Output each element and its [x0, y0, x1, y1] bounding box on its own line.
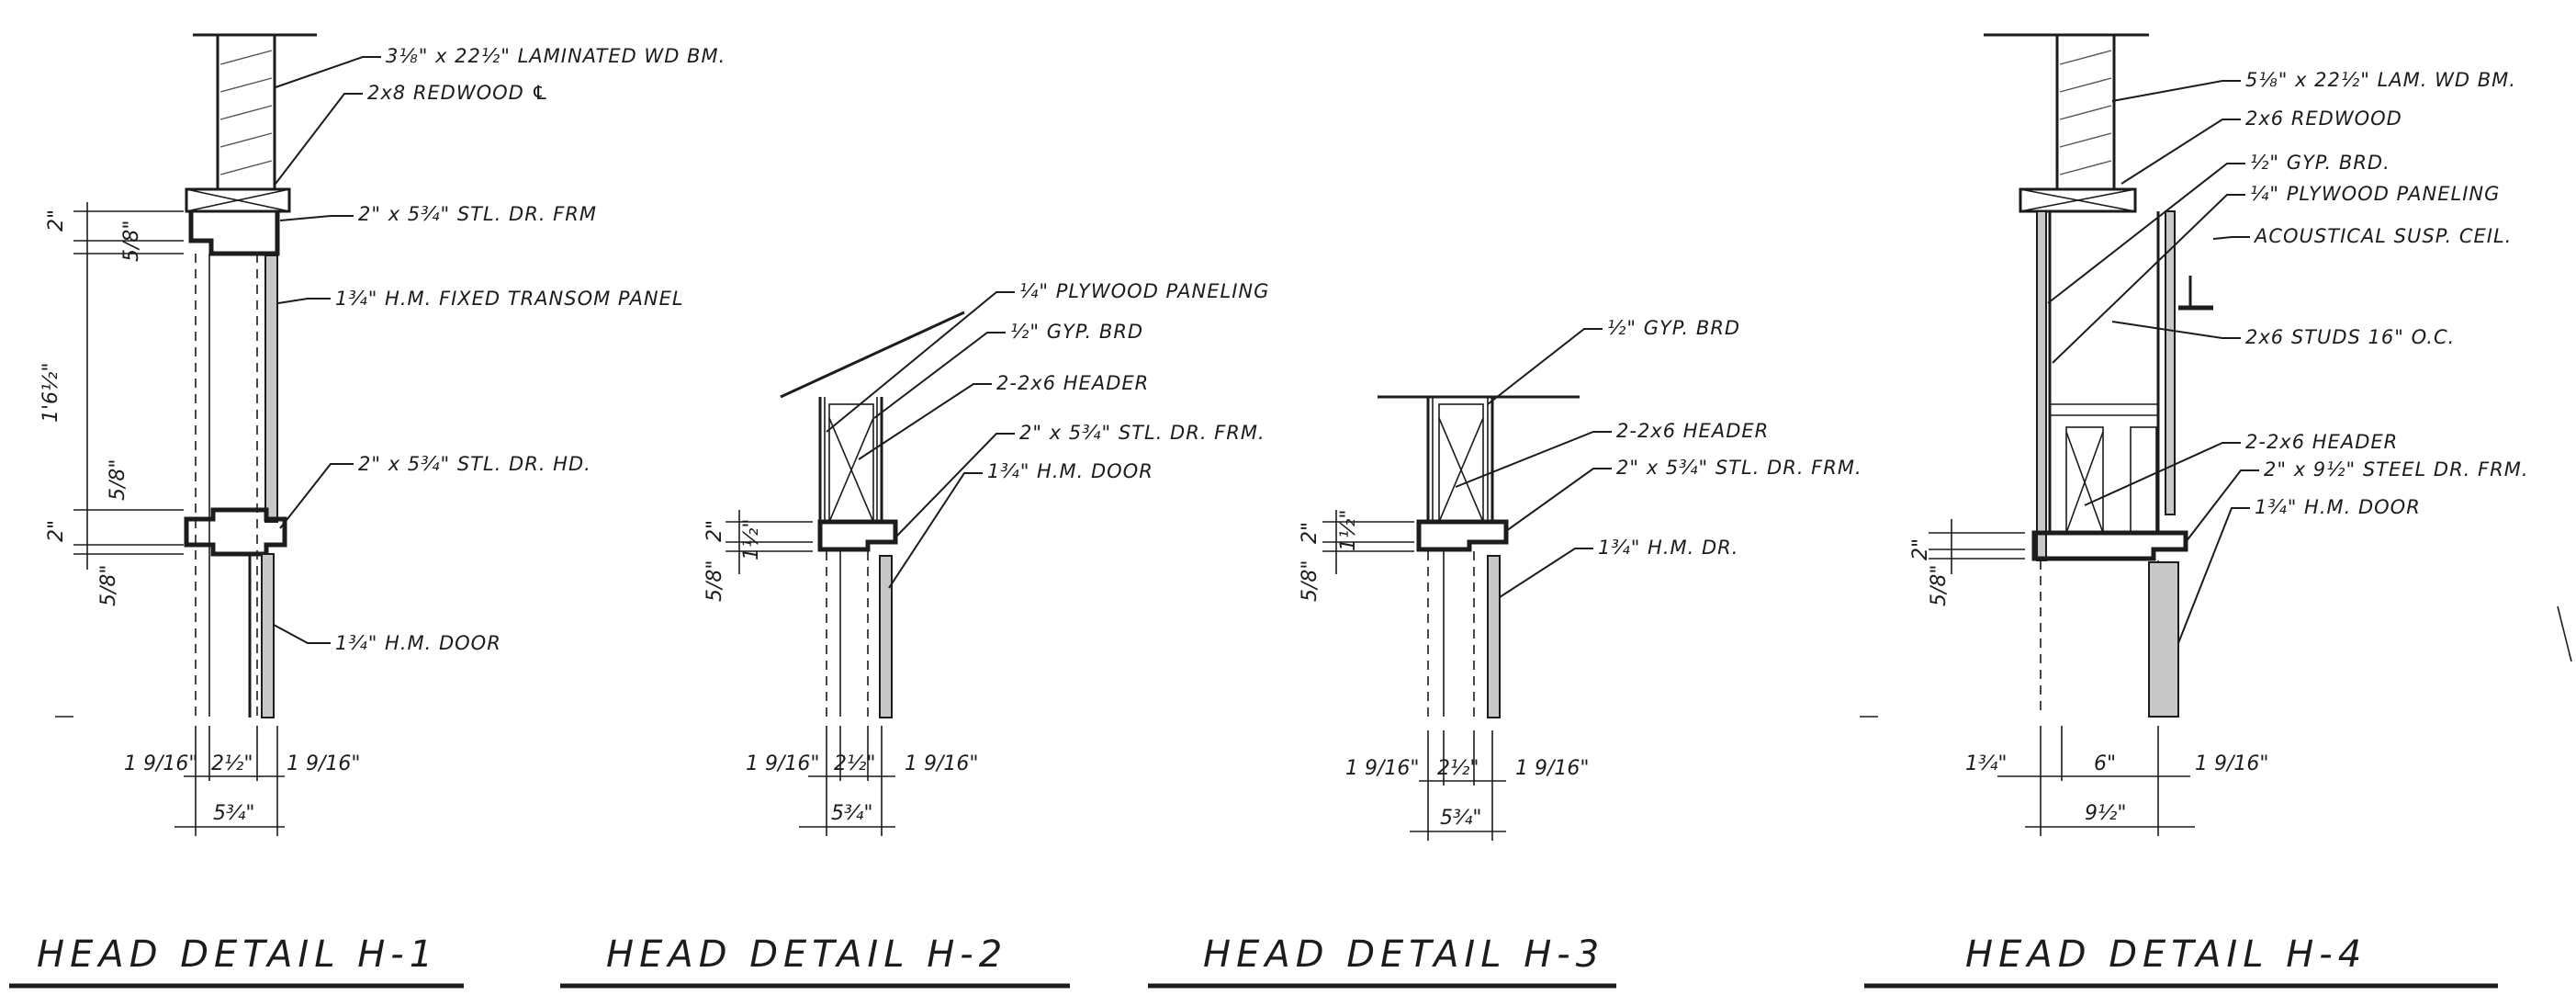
dim-right-face: 1 9/16" [1515, 757, 1590, 780]
label-header: 2-2x6 HEADER [2245, 431, 2398, 453]
steel-frame-head [1416, 519, 1509, 552]
label-steel-door-frame: 2" x 5¾" STL. DR. FRM [358, 203, 597, 225]
title-head-detail-h2: HEAD DETAIL H-2 [606, 933, 1007, 976]
dim-right-face: 1 9/16" [287, 752, 361, 775]
label-transom-panel: 1¾" H.M. FIXED TRANSOM PANEL [335, 288, 684, 310]
dim-transom-height: 1'6½" [39, 363, 62, 423]
dim-stop: 5/8" [703, 560, 726, 602]
label-laminated-beam: 3⅛" x 22½" LAMINATED WD BM. [386, 45, 726, 67]
head-detail-h4: 5⅛" x 22½" LAM. WD BM. 2x6 REDWOOD ½" GY… [1864, 33, 2529, 989]
dim-frame-head: 2" [703, 520, 726, 542]
hm-door [879, 555, 893, 718]
head-detail-h1: 3⅛" x 22½" LAMINATED WD BM. 2x8 REDWOOD … [9, 33, 726, 989]
dim-stop: 5/8" [1928, 564, 1951, 606]
dim-frame-head: 2" [1299, 522, 1322, 544]
dim-stud-width: 6" [2094, 752, 2116, 775]
header-2x6 [828, 403, 874, 523]
dim-door-head: 2" [45, 520, 68, 542]
label-header: 2-2x6 HEADER [996, 372, 1149, 394]
label-plywood-paneling: ¼" PLYWOOD PANELING [1019, 280, 1269, 302]
redwood-plate [185, 187, 291, 213]
hm-door [2148, 561, 2179, 718]
dim-head-stop: 5/8" [107, 458, 129, 501]
steel-frame-head [2031, 530, 2188, 561]
label-steel-door-head: 2" x 5¾" STL. DR. HD. [358, 453, 591, 475]
dim-right-face: 1 9/16" [2195, 752, 2269, 775]
dim-left-face: 1 9/16" [124, 752, 198, 775]
dim-frame-stop: 5/8" [120, 220, 143, 262]
dim-stop: 5/8" [1299, 560, 1322, 602]
label-hm-door: 1¾" H.M. DR. [1598, 537, 1738, 559]
steel-frame-head [817, 519, 898, 552]
dim-frame-head: 2" [1909, 538, 1932, 560]
plywood-paneling [2165, 210, 2176, 515]
hm-door [1487, 555, 1501, 718]
dim-overall-width: 5¾" [1440, 807, 1481, 830]
dim-overall-width: 9½" [2085, 802, 2126, 825]
label-studs: 2x6 STUDS 16" O.C. [2245, 326, 2455, 348]
label-acoustical-ceiling: ACOUSTICAL SUSP. CEIL. [2253, 225, 2512, 247]
dim-door-stop: 5/8" [97, 564, 120, 606]
title-head-detail-h1: HEAD DETAIL H-1 [37, 933, 438, 976]
steel-door-head [184, 507, 287, 557]
dim-right-face: 1 9/16" [905, 752, 979, 775]
hm-door [261, 553, 275, 718]
head-detail-h2: ¼" PLYWOOD PANELING ½" GYP. BRD 2-2x6 HE… [560, 280, 1269, 989]
dim-top-frame: 2" [45, 209, 68, 232]
dim-stud-width: 2½" [1437, 757, 1479, 780]
dim-frame-depth: 1½" [740, 519, 763, 560]
transom-panel [264, 254, 278, 523]
label-redwood-plate: 2x8 REDWOOD ℄ [367, 82, 549, 104]
label-gyp-board: ½" GYP. BRD [1607, 317, 1740, 339]
dim-left-face: 1 9/16" [746, 752, 820, 775]
label-redwood: 2x6 REDWOOD [2245, 107, 2402, 130]
label-laminated-beam: 5⅛" x 22½" LAM. WD BM. [2245, 69, 2516, 91]
label-header: 2-2x6 HEADER [1616, 420, 1769, 442]
steel-frame-head [188, 211, 280, 256]
header-2x6 [1438, 403, 1484, 523]
dim-stud-width: 2½" [211, 752, 253, 775]
dim-overall-width: 5¾" [213, 802, 254, 825]
title-head-detail-h3: HEAD DETAIL H-3 [1203, 933, 1604, 976]
label-hm-door: 1¾" H.M. DOOR [2255, 496, 2421, 518]
dim-left-face: 1¾" [1965, 752, 2007, 775]
label-hm-door: 1¾" H.M. DOOR [335, 632, 501, 654]
redwood-plate [2019, 187, 2137, 213]
label-steel-door-frame: 2" x 5¾" STL. DR. FRM. [1616, 457, 1862, 479]
gyp-board-left [2036, 210, 2047, 561]
dim-overall-width: 5¾" [831, 802, 872, 825]
dim-frame-depth: 1½" [1337, 510, 1360, 551]
label-steel-door-frame: 2" x 5¾" STL. DR. FRM. [1019, 422, 1266, 444]
label-steel-door-frame: 2" x 9½" STEEL DR. FRM. [2264, 458, 2529, 481]
label-hm-door: 1¾" H.M. DOOR [987, 460, 1153, 482]
label-plywood-paneling: ¼" PLYWOOD PANELING [2250, 183, 2500, 205]
label-gyp-board: ½" GYP. BRD [1010, 321, 1143, 343]
head-detail-h3: ½" GYP. BRD 2-2x6 HEADER 2" x 5¾" STL. D… [1148, 317, 1862, 989]
dim-left-face: 1 9/16" [1345, 757, 1420, 780]
dim-stud-width: 2½" [834, 752, 875, 775]
label-gyp-board: ½" GYP. BRD. [2250, 152, 2390, 174]
title-head-detail-h4: HEAD DETAIL H-4 [1965, 933, 2367, 976]
